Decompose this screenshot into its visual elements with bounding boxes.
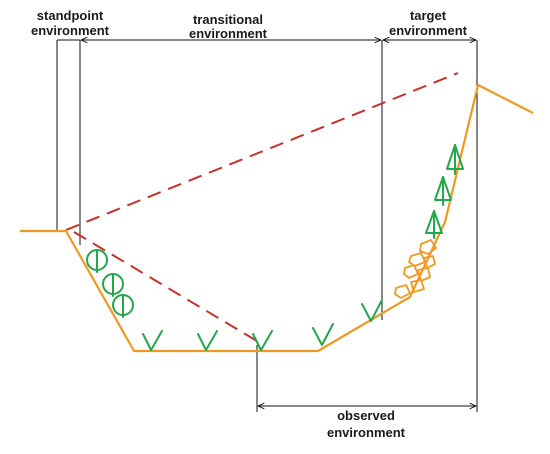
tree-icons <box>86 249 134 318</box>
rock-icon <box>410 279 425 293</box>
grass-icon <box>361 299 383 322</box>
target-label-line2: environment <box>389 23 468 38</box>
terrain-profile <box>20 83 534 353</box>
sight-line-to-valley <box>73 231 263 345</box>
rock-icons <box>394 239 437 299</box>
grass-icon <box>197 330 218 351</box>
conifer-icons <box>425 144 464 239</box>
rock-icon <box>423 255 436 269</box>
grass-icon <box>252 330 273 351</box>
standpoint-label-line1: standpoint <box>37 8 104 23</box>
observed-label-line2: environment <box>327 425 406 440</box>
conifer-icon <box>446 144 464 175</box>
conifer-icon <box>434 176 452 206</box>
transitional-label-line1: transitional <box>193 12 263 27</box>
transitional-label-line2: environment <box>189 26 268 41</box>
target-label-line1: target <box>410 8 447 23</box>
rock-icon <box>394 284 411 299</box>
vertical-guides <box>56 40 478 412</box>
tree-icon <box>112 294 134 318</box>
rock-icon <box>419 239 437 255</box>
rock-icon <box>403 264 419 279</box>
sight-lines <box>65 72 459 345</box>
observed-label-line1: observed <box>337 408 395 423</box>
environment-labels: standpoint environment transitional envi… <box>31 8 468 440</box>
tree-icon <box>102 273 124 297</box>
rock-icon <box>408 252 426 267</box>
range-arrows <box>57 40 476 406</box>
grass-icon <box>142 330 163 351</box>
sight-line-to-target <box>65 72 459 231</box>
standpoint-label-line2: environment <box>31 23 110 38</box>
rock-icon <box>417 267 431 282</box>
grass-icons <box>142 299 383 351</box>
grass-icon <box>312 323 334 346</box>
conifer-icon <box>425 210 443 239</box>
tree-icon <box>86 249 108 273</box>
